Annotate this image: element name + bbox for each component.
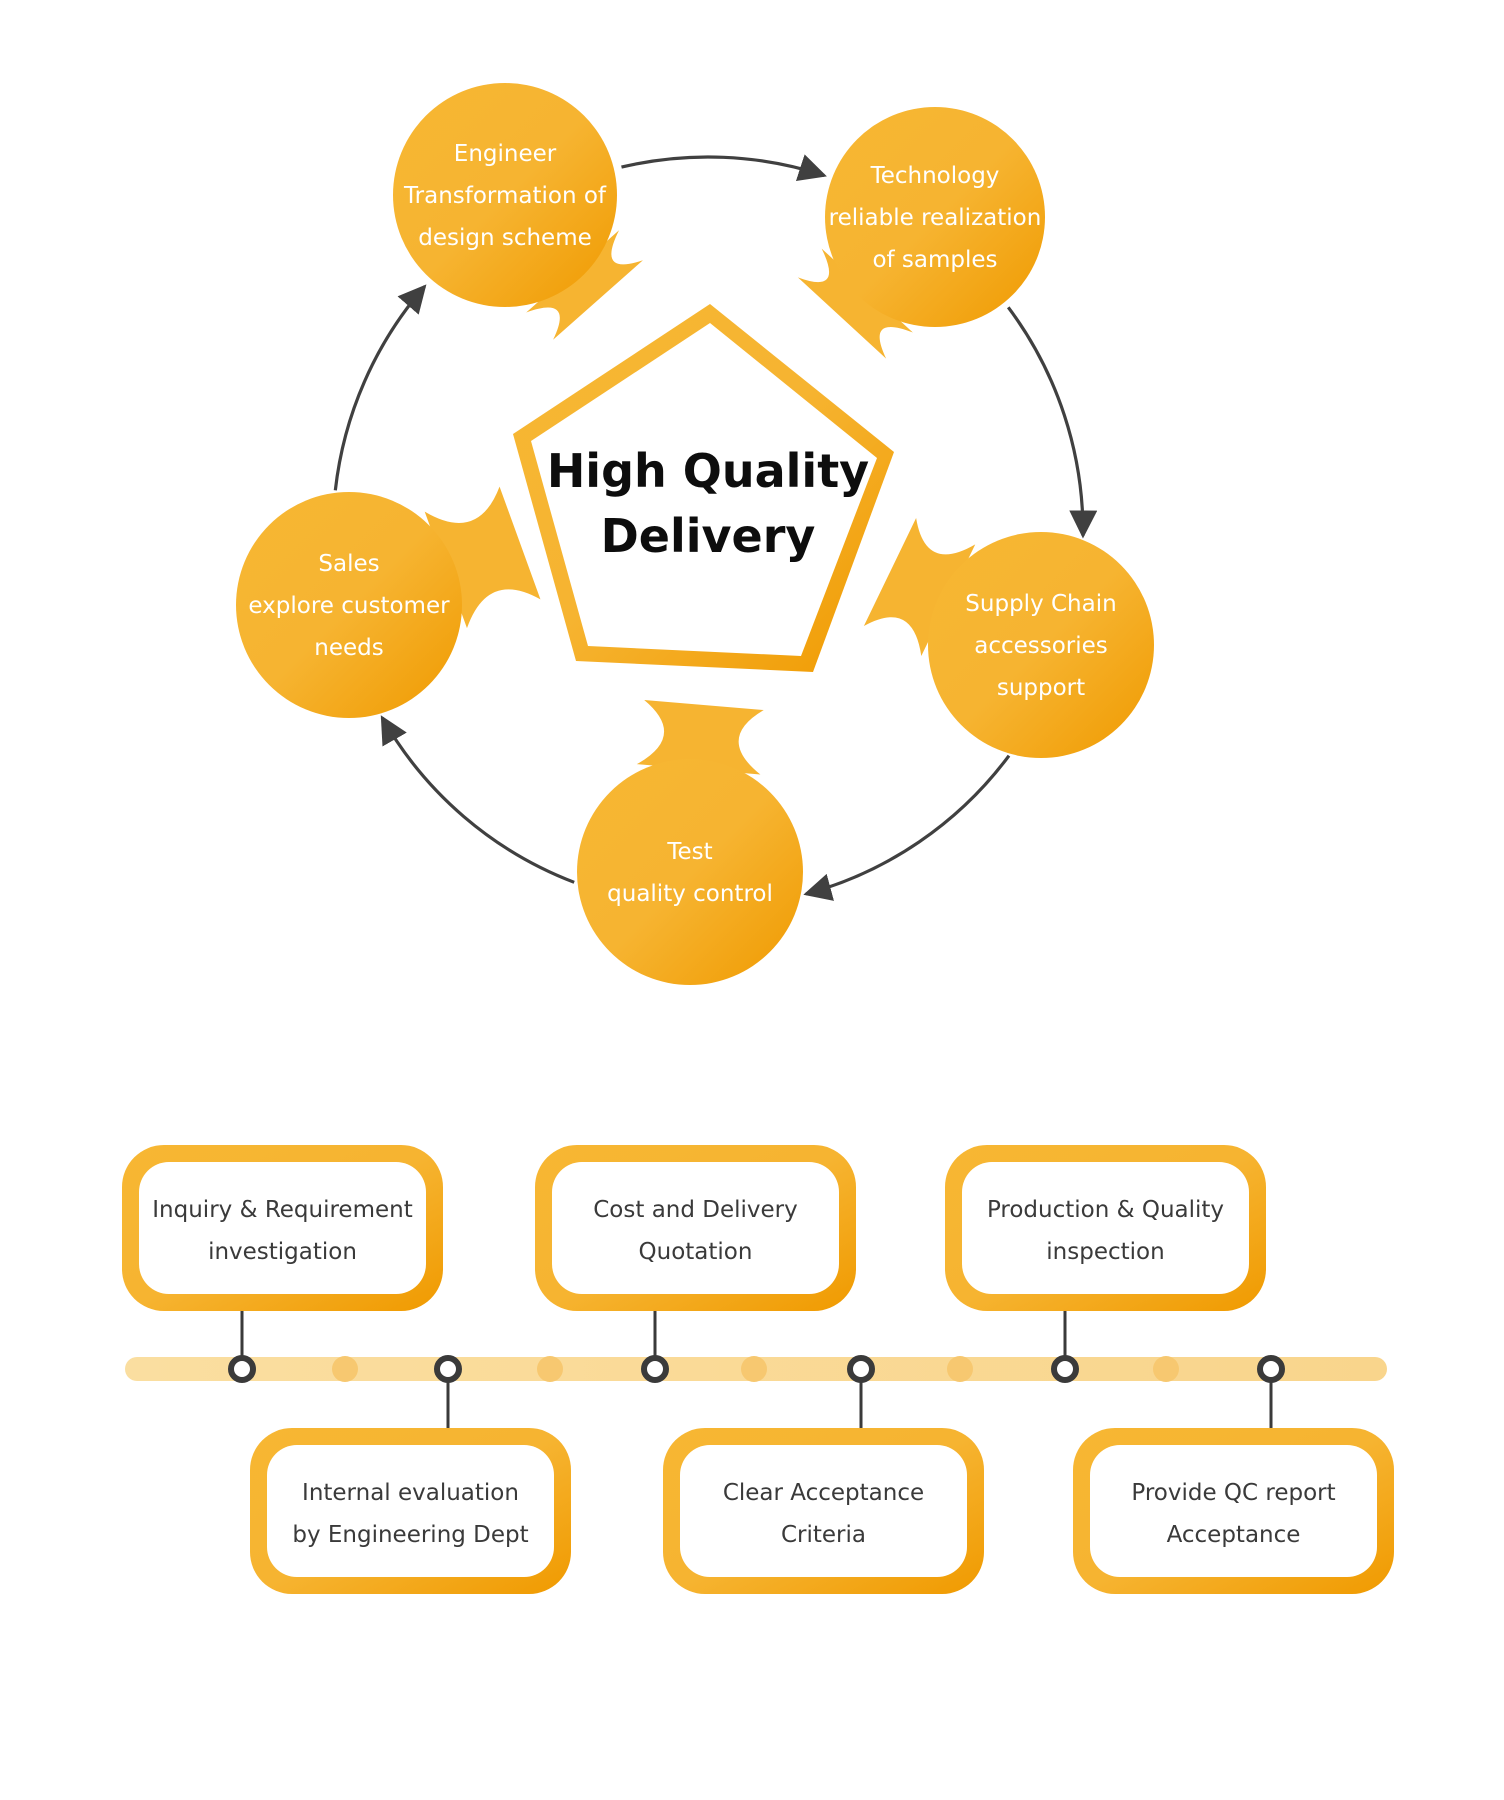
stage-label-line: Transformation of bbox=[403, 183, 607, 209]
center-title-line-1: High Quality bbox=[547, 444, 869, 498]
stage-label-line: quality control bbox=[607, 881, 773, 907]
timeline-track-dots bbox=[332, 1356, 1179, 1382]
flow-arrow bbox=[621, 154, 827, 181]
track-dot bbox=[1153, 1356, 1179, 1382]
timeline-node bbox=[434, 1355, 462, 1383]
stage-technology: Technology reliable realization of samples bbox=[825, 107, 1045, 327]
step-label-line: Inquiry & Requirement bbox=[152, 1197, 412, 1223]
track-dot bbox=[332, 1356, 358, 1382]
center-title-line-2: Delivery bbox=[601, 509, 816, 563]
center-pentagon: High Quality Delivery bbox=[513, 304, 894, 672]
timeline-steps: Inquiry & Requirement investigationIntern… bbox=[122, 1145, 1394, 1594]
pentagon-inner bbox=[531, 323, 877, 656]
flow-arrow bbox=[333, 284, 427, 491]
step-label-line: investigation bbox=[208, 1239, 357, 1265]
timeline-node bbox=[1051, 1355, 1079, 1383]
stage-label-line: Engineer bbox=[454, 141, 557, 167]
step-box bbox=[1090, 1445, 1377, 1577]
stage-label-line: explore customer bbox=[248, 593, 450, 619]
timeline-node bbox=[847, 1355, 875, 1383]
stage-label-line: Technology bbox=[870, 163, 1000, 189]
stage-supply-chain: Supply Chain accessories support bbox=[928, 532, 1154, 758]
stage-label-line: Sales bbox=[318, 551, 379, 577]
track-dot bbox=[947, 1356, 973, 1382]
timeline: Inquiry & Requirement investigationIntern… bbox=[122, 1145, 1394, 1594]
stage-sales: Sales explore customer needs bbox=[236, 492, 462, 718]
step-label-line: Provide QC report bbox=[1131, 1480, 1335, 1506]
timeline-step-1: Inquiry & Requirement investigation bbox=[122, 1145, 443, 1383]
timeline-step-2: Internal evaluation by Engineering Dept bbox=[250, 1355, 571, 1594]
step-label-line: Cost and Delivery bbox=[593, 1197, 798, 1223]
stage-label-line: accessories bbox=[974, 633, 1108, 659]
stage-label-line: support bbox=[997, 675, 1085, 701]
stage-label-line: design scheme bbox=[418, 225, 592, 251]
track-dot bbox=[537, 1356, 563, 1382]
step-label-line: Acceptance bbox=[1167, 1522, 1301, 1548]
step-box bbox=[552, 1162, 839, 1294]
step-label-line: Clear Acceptance bbox=[723, 1480, 924, 1506]
stage-connector bbox=[424, 486, 541, 629]
cycle-connectors bbox=[424, 230, 976, 775]
stage-connector bbox=[636, 699, 764, 775]
step-box bbox=[139, 1162, 426, 1294]
step-label-line: Production & Quality bbox=[987, 1197, 1224, 1223]
stage-label-line: Test bbox=[666, 839, 712, 865]
stage-label-line: of samples bbox=[872, 247, 997, 273]
stage-connector bbox=[797, 248, 913, 359]
timeline-node bbox=[1257, 1355, 1285, 1383]
cycle-arrows bbox=[333, 154, 1098, 901]
step-label-line: inspection bbox=[1046, 1239, 1164, 1265]
step-box bbox=[267, 1445, 554, 1577]
stage-connector bbox=[526, 230, 643, 340]
step-label-line: Criteria bbox=[781, 1522, 866, 1548]
timeline-step-5: Production & Quality inspection bbox=[945, 1145, 1266, 1383]
stage-circle bbox=[928, 532, 1154, 758]
stage-connector bbox=[863, 517, 976, 656]
step-label-line: by Engineering Dept bbox=[292, 1522, 528, 1548]
step-box bbox=[962, 1162, 1249, 1294]
stage-label-line: needs bbox=[314, 635, 383, 661]
timeline-node bbox=[641, 1355, 669, 1383]
stage-circle bbox=[236, 492, 462, 718]
stage-label-line: reliable realization bbox=[829, 205, 1042, 231]
track-dot bbox=[741, 1356, 767, 1382]
stage-circle bbox=[577, 759, 803, 985]
stage-label-line: Supply Chain bbox=[965, 591, 1116, 617]
flow-arrow bbox=[803, 754, 1011, 901]
stage-circle bbox=[825, 107, 1045, 327]
step-label-line: Quotation bbox=[639, 1239, 753, 1265]
flow-arrow bbox=[380, 715, 575, 884]
step-box bbox=[680, 1445, 967, 1577]
step-label-line: Internal evaluation bbox=[302, 1480, 519, 1506]
timeline-node bbox=[228, 1355, 256, 1383]
flow-arrow bbox=[1006, 306, 1098, 539]
stage-circle bbox=[393, 83, 617, 307]
stage-test: Test quality control bbox=[577, 759, 803, 985]
